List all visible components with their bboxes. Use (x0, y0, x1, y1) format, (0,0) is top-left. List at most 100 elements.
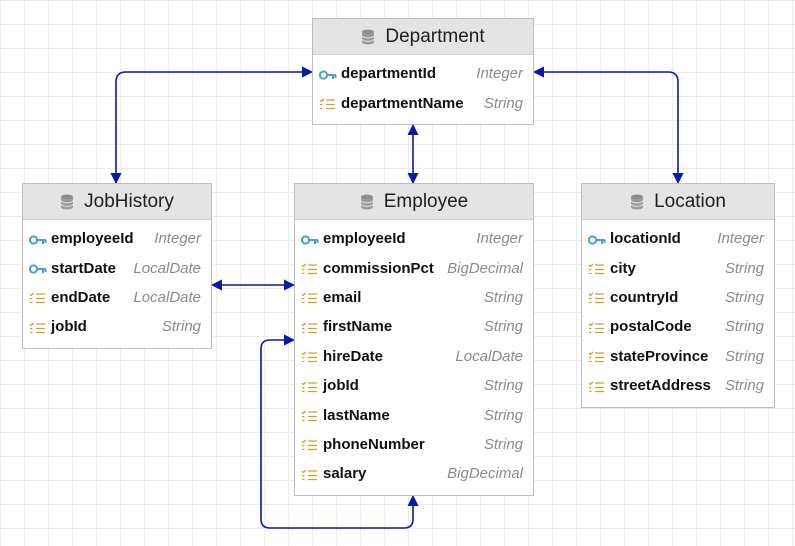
field-name: salary (323, 465, 367, 483)
database-icon (60, 194, 74, 210)
field-icon (588, 350, 606, 363)
field-name: streetAddress (610, 377, 711, 395)
field-type: String (724, 347, 764, 365)
entity-header[interactable]: Employee (295, 184, 533, 220)
field-icon (29, 321, 47, 334)
field-name: endDate (51, 288, 111, 306)
field-row[interactable]: stateProvince String (582, 342, 774, 371)
field-type: String (483, 435, 523, 453)
database-icon (360, 194, 374, 210)
entity-title: JobHistory (84, 190, 174, 212)
database-icon (361, 29, 375, 45)
field-icon (301, 291, 319, 304)
field-name: countryId (610, 288, 679, 306)
field-row[interactable]: employeeId Integer (23, 224, 211, 253)
key-icon (300, 233, 319, 245)
field-name: phoneNumber (323, 435, 425, 453)
field-icon (301, 468, 319, 480)
field-row[interactable]: postalCode String (582, 312, 774, 341)
field-type: Integer (717, 230, 764, 248)
field-row[interactable]: locationId Integer (582, 224, 774, 253)
field-icon (588, 262, 606, 275)
entity-title: Location (654, 190, 726, 212)
field-row[interactable]: startDate LocalDate (23, 253, 211, 282)
field-icon (301, 350, 319, 363)
field-row[interactable]: countryId String (582, 283, 774, 312)
field-icon (29, 291, 47, 304)
field-row[interactable]: jobId String (23, 312, 211, 341)
field-name: email (323, 288, 362, 306)
field-icon (588, 321, 606, 334)
field-type: String (483, 406, 523, 424)
field-name: commissionPct (323, 259, 434, 277)
field-row[interactable]: lastName String (295, 400, 533, 429)
field-name: lastName (323, 406, 390, 424)
field-name: departmentId (341, 65, 437, 83)
field-type: BigDecimal (447, 259, 523, 277)
field-icon (301, 380, 319, 392)
field-type: Integer (154, 230, 201, 248)
entity-title: Department (385, 25, 485, 47)
database-icon (630, 194, 644, 210)
field-type: String (724, 259, 764, 277)
field-type: BigDecimal (447, 465, 523, 483)
field-row[interactable]: hireDate LocalDate (295, 342, 533, 371)
field-type: String (483, 318, 523, 336)
field-type: String (724, 318, 764, 336)
field-icon (319, 97, 337, 110)
field-icon (301, 262, 319, 275)
field-name: employeeId (51, 230, 134, 248)
field-icon (301, 321, 319, 334)
field-type: LocalDate (133, 288, 201, 306)
field-type: Integer (476, 230, 523, 248)
field-name: locationId (610, 230, 681, 248)
field-icon (588, 291, 606, 304)
field-name: jobId (51, 318, 87, 336)
field-name: postalCode (610, 318, 692, 336)
field-list: departmentId Integer departmentName String (313, 55, 533, 118)
entity-title: Employee (383, 190, 469, 212)
field-row[interactable]: commissionPct BigDecimal (295, 253, 533, 282)
field-row[interactable]: endDate LocalDate (23, 283, 211, 312)
field-row[interactable]: salary BigDecimal (295, 459, 533, 488)
field-type: String (483, 288, 523, 306)
field-row[interactable]: departmentId Integer (313, 59, 533, 88)
key-icon (28, 262, 47, 274)
field-type: LocalDate (133, 259, 201, 277)
field-type: LocalDate (455, 347, 523, 365)
entity-header[interactable]: Location (582, 184, 774, 220)
department-location-connector (532, 66, 684, 185)
field-name: jobId (323, 377, 359, 395)
entity-header[interactable]: JobHistory (23, 184, 211, 220)
field-row[interactable]: email String (295, 283, 533, 312)
field-name: departmentName (341, 94, 464, 112)
department-jobhistory-connector (110, 66, 314, 185)
field-row[interactable]: departmentName String (313, 88, 533, 117)
field-icon (588, 380, 606, 392)
field-row[interactable]: phoneNumber String (295, 430, 533, 459)
key-icon (28, 233, 47, 245)
field-type: String (724, 288, 764, 306)
field-type: String (161, 318, 201, 336)
field-name: stateProvince (610, 347, 709, 365)
field-type: Integer (476, 65, 523, 83)
field-icon (301, 409, 319, 422)
field-name: hireDate (323, 347, 384, 365)
field-name: startDate (51, 259, 117, 277)
key-icon (587, 233, 606, 245)
entity-header[interactable]: Department (313, 19, 533, 55)
field-type: String (483, 94, 523, 112)
key-icon (318, 68, 337, 80)
